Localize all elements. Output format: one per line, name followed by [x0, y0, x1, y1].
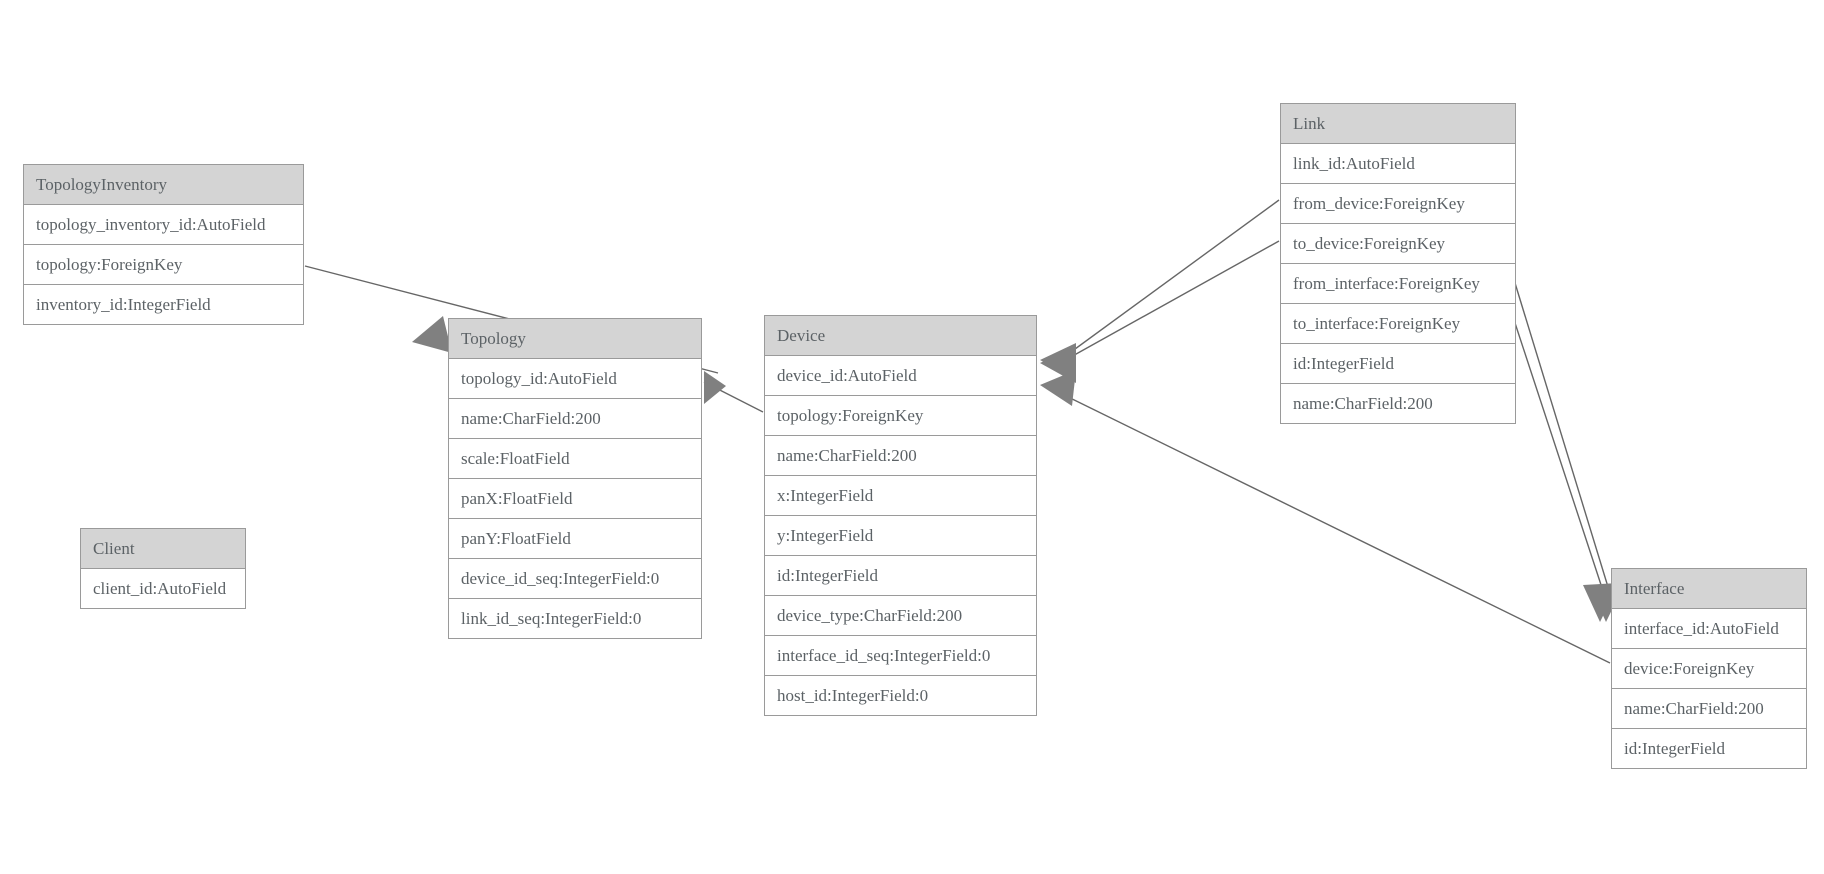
field-row: id:IntegerField: [1624, 739, 1726, 758]
field-row: scale:FloatField: [449, 439, 701, 479]
entity-title-link: Link: [1281, 104, 1515, 144]
field-row: name:CharField:200: [1612, 689, 1806, 729]
field-row: topology:ForeignKey: [24, 245, 303, 285]
entity-fields-topology-inventory: topology_inventory_id:AutoField topology…: [24, 205, 303, 324]
field-row: link_id_seq:IntegerField:0: [461, 609, 642, 628]
entity-fields-link: link_id:AutoField from_device:ForeignKey…: [1281, 144, 1515, 423]
entity-device[interactable]: Device device_id:AutoField topology:Fore…: [764, 315, 1037, 716]
entity-link[interactable]: Link link_id:AutoField from_device:Forei…: [1280, 103, 1516, 424]
rel-link-fromdevice: [1040, 199, 1280, 380]
rel-link-todevice: [1040, 240, 1280, 383]
field-row: id:IntegerField: [765, 556, 1036, 596]
entity-fields-topology: topology_id:AutoField name:CharField:200…: [449, 359, 701, 638]
field-row: interface_id:AutoField: [1612, 609, 1806, 649]
entity-fields-client: client_id:AutoField: [81, 569, 245, 608]
field-row: interface_id_seq:IntegerField:0: [765, 636, 1036, 676]
field-row: from_device:ForeignKey: [1281, 184, 1515, 224]
field-row: y:IntegerField: [765, 516, 1036, 556]
field-row: topology:ForeignKey: [765, 396, 1036, 436]
entity-title-device: Device: [765, 316, 1036, 356]
field-row: host_id:IntegerField:0: [777, 686, 929, 705]
field-row: topology_id:AutoField: [449, 359, 701, 399]
field-row: device_type:CharField:200: [765, 596, 1036, 636]
field-row: name:CharField:200: [1293, 394, 1433, 413]
rel-link-tointerface: [1514, 322, 1619, 622]
field-row: panX:FloatField: [449, 479, 701, 519]
entity-topology[interactable]: Topology topology_id:AutoField name:Char…: [448, 318, 702, 639]
field-row: to_device:ForeignKey: [1281, 224, 1515, 264]
field-row: device_id:AutoField: [765, 356, 1036, 396]
entity-fields-device: device_id:AutoField topology:ForeignKey …: [765, 356, 1036, 715]
entity-title-topology-inventory: TopologyInventory: [24, 165, 303, 205]
field-row: from_interface:ForeignKey: [1281, 264, 1515, 304]
field-row: x:IntegerField: [765, 476, 1036, 516]
entity-fields-interface: interface_id:AutoField device:ForeignKey…: [1612, 609, 1806, 768]
field-row: client_id:AutoField: [93, 579, 227, 598]
field-row: name:CharField:200: [449, 399, 701, 439]
field-row: panY:FloatField: [449, 519, 701, 559]
entity-client[interactable]: Client client_id:AutoField: [80, 528, 246, 609]
field-row: device_id_seq:IntegerField:0: [449, 559, 701, 599]
entity-topology-inventory[interactable]: TopologyInventory topology_inventory_id:…: [23, 164, 304, 325]
field-row: id:IntegerField: [1281, 344, 1515, 384]
field-row: inventory_id:IntegerField: [36, 295, 211, 314]
field-row: link_id:AutoField: [1281, 144, 1515, 184]
rel-link-frominterface: [1514, 282, 1625, 622]
entity-title-interface: Interface: [1612, 569, 1806, 609]
field-row: topology_inventory_id:AutoField: [24, 205, 303, 245]
entity-title-client: Client: [81, 529, 245, 569]
field-row: to_interface:ForeignKey: [1281, 304, 1515, 344]
rel-device-topology: [703, 371, 764, 413]
entity-title-topology: Topology: [449, 319, 701, 359]
field-row: name:CharField:200: [765, 436, 1036, 476]
entity-interface[interactable]: Interface interface_id:AutoField device:…: [1611, 568, 1807, 769]
field-row: device:ForeignKey: [1612, 649, 1806, 689]
